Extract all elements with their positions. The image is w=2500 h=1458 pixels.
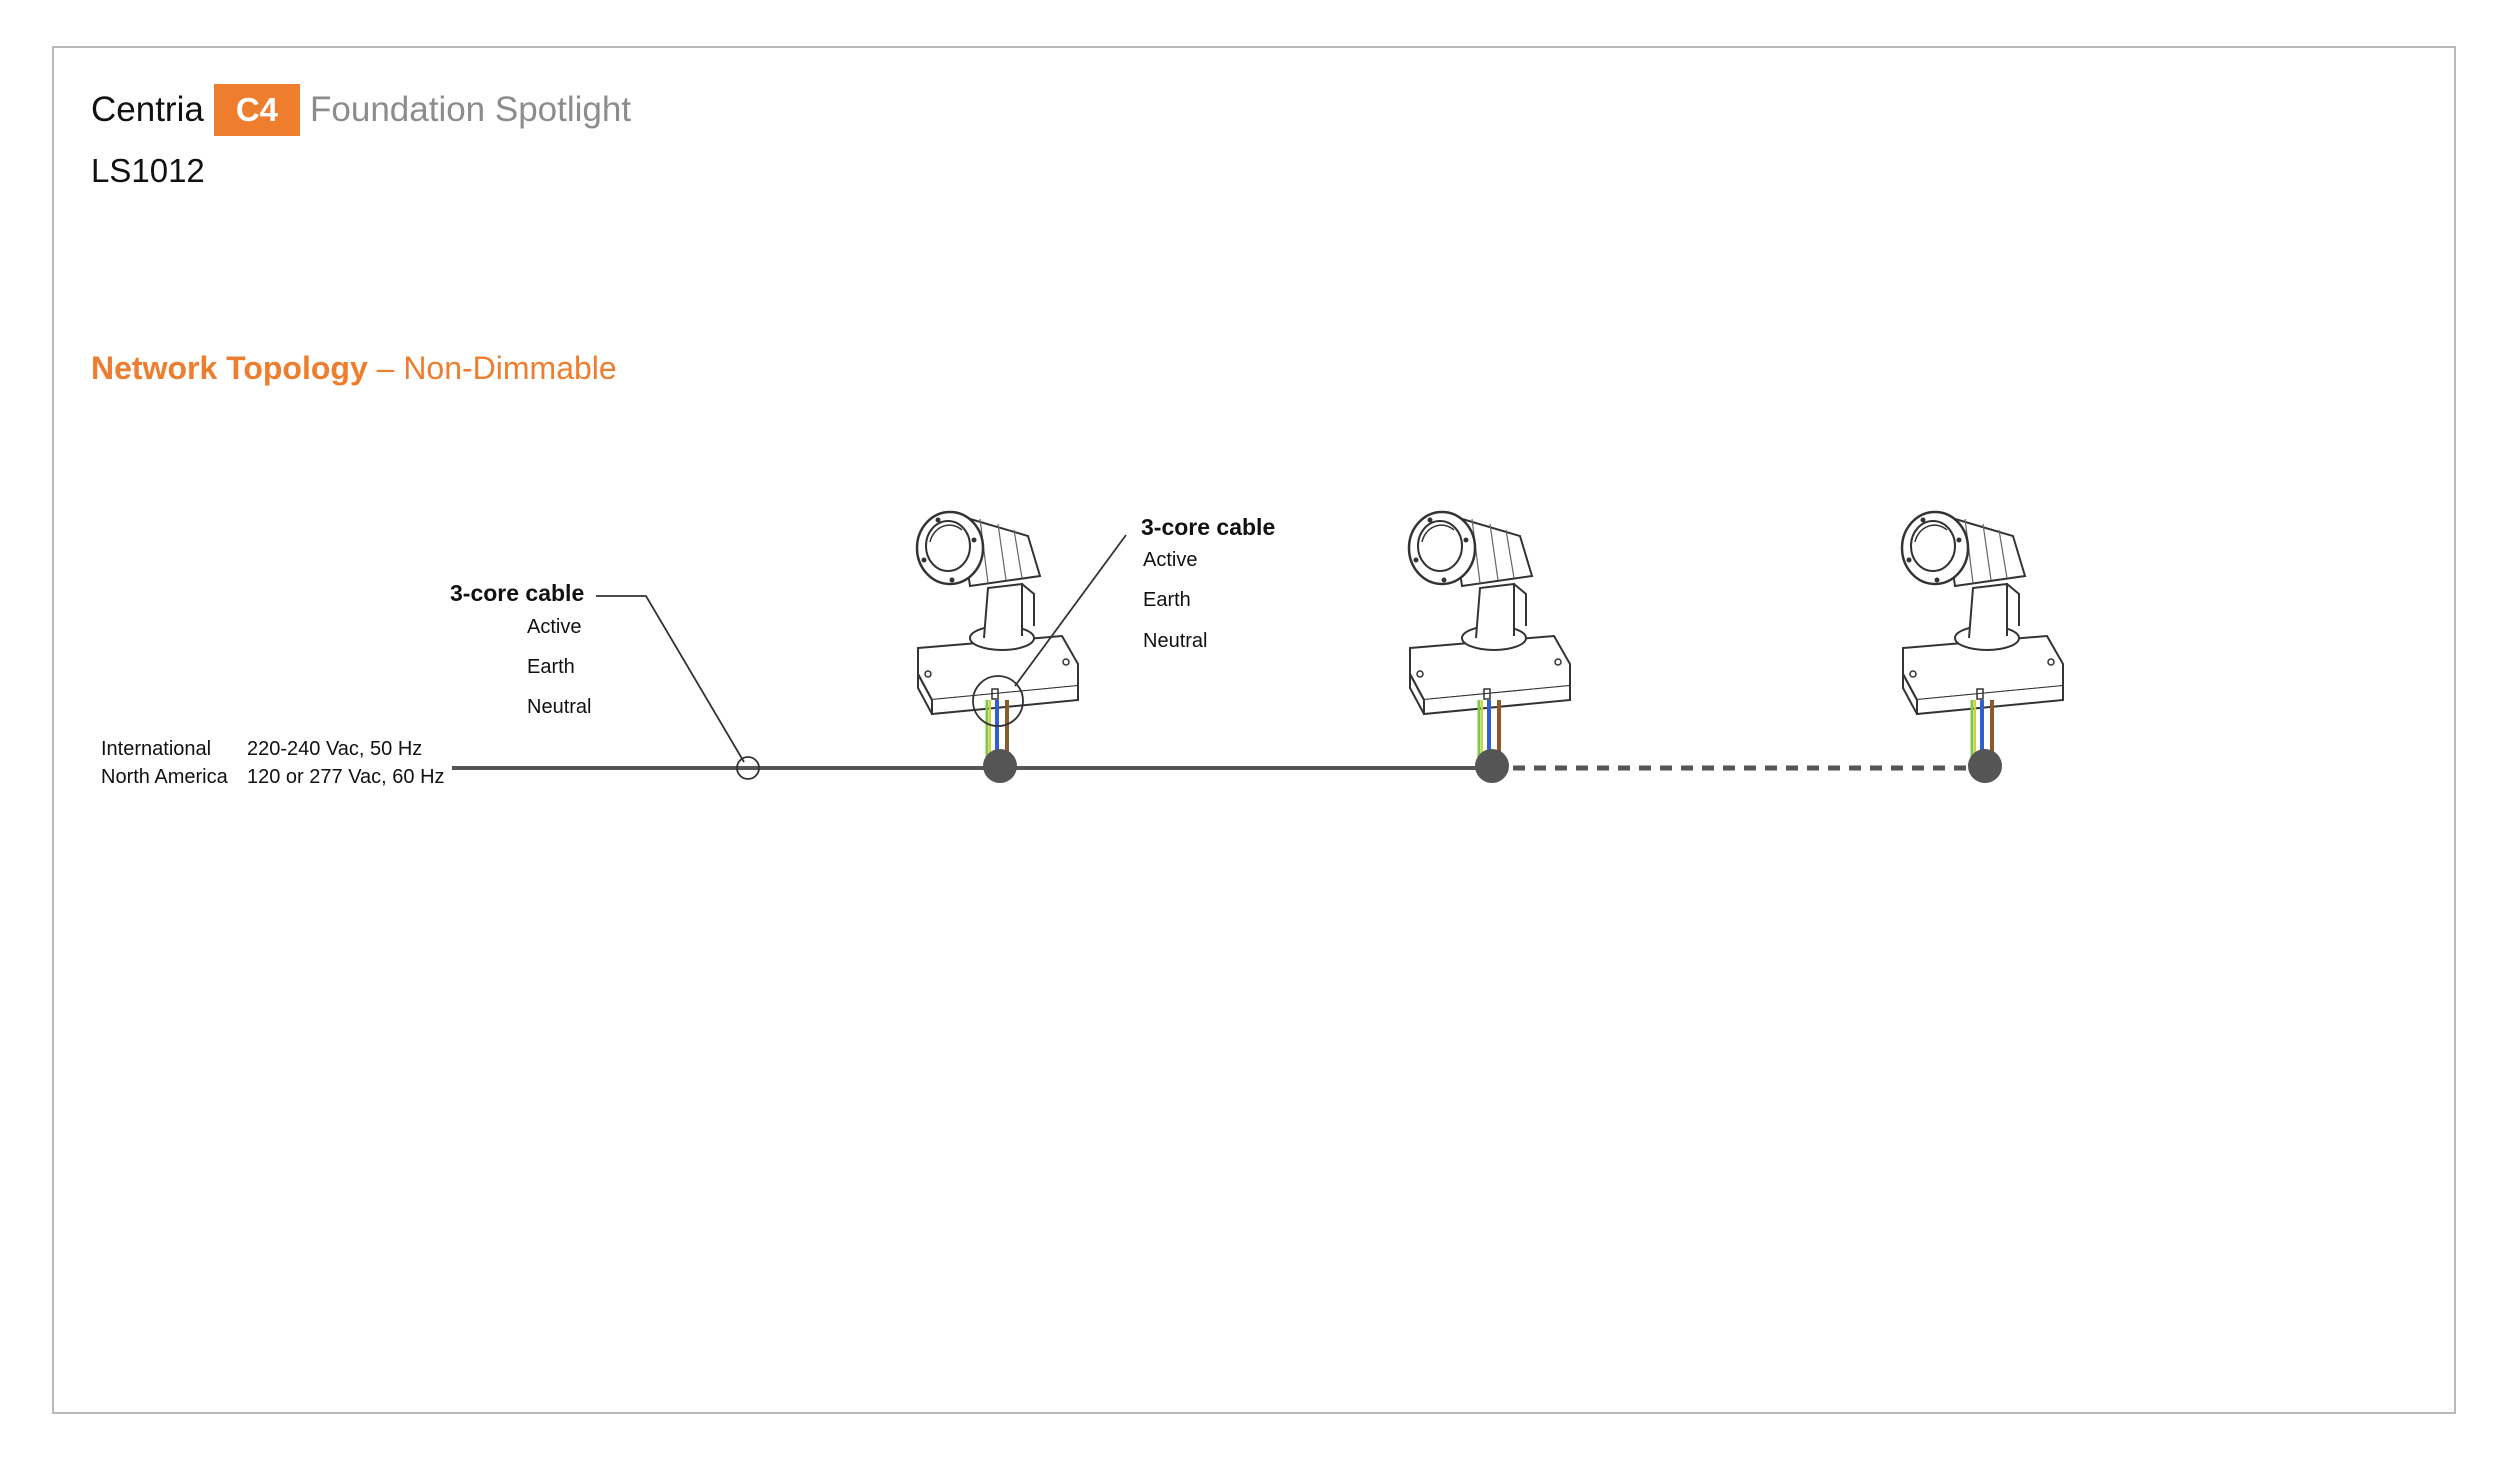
spotlight-icon: [1900, 510, 2065, 768]
supply-region-international: International: [101, 738, 211, 760]
cable-callout-title: 3-core cable: [1141, 514, 1275, 540]
callout-marker: [972, 675, 1024, 727]
cable-core-label: Neutral: [527, 696, 591, 718]
supply-spec-international: 220-240 Vac, 50 Hz: [247, 738, 422, 760]
product-name: Foundation Spotlight: [310, 90, 632, 129]
section-title-bold: Network Topology: [91, 350, 368, 386]
callout-leader-line: [596, 595, 745, 763]
cable-core-label: Earth: [1143, 589, 1191, 611]
cable-core-label: Active: [527, 616, 581, 638]
section-title-rest: – Non-Dimmable: [376, 350, 617, 386]
callout-leader-line: [1014, 534, 1127, 687]
brand-name: Centria: [91, 90, 204, 129]
connection-node: [983, 749, 1017, 783]
section-title: Network Topology – Non-Dimmable: [91, 350, 617, 387]
spotlight-icon: [1407, 510, 1572, 768]
supply-region-north-america: North America: [101, 766, 229, 788]
page-frame: [52, 46, 2456, 1414]
cable-core-label: Neutral: [1143, 630, 1207, 652]
callout-marker: [736, 756, 760, 780]
spotlight-icon: [915, 510, 1080, 768]
model-number: LS1012: [91, 152, 205, 189]
connection-node: [1968, 749, 2002, 783]
cable-core-label: Earth: [527, 656, 575, 678]
cable-core-label: Active: [1143, 549, 1197, 571]
product-header: Centria C4 Foundation Spotlight: [91, 84, 631, 136]
cable-callout-title: 3-core cable: [450, 580, 584, 606]
product-badge: C4: [213, 84, 301, 136]
supply-spec-north-america: 120 or 277 Vac, 60 Hz: [247, 766, 445, 788]
connection-node: [1475, 749, 1509, 783]
